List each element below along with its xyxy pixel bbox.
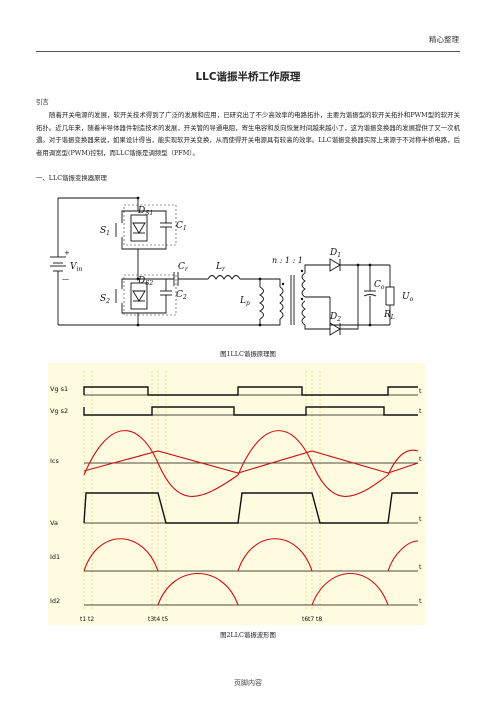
d1-label: D1: [329, 248, 341, 259]
cr-label: Cr: [178, 262, 189, 273]
page-footer: 页脚内容: [234, 679, 262, 687]
signal-label-va: Va: [50, 519, 58, 527]
t-axis-label-1: t: [419, 387, 422, 395]
section-intro-label: 引言: [36, 98, 49, 106]
turns-ratio-label: n : 1 : 1: [272, 256, 303, 265]
lp-label: Lp: [239, 296, 250, 307]
body-paragraph: 随着开关电源的发展，软开关技术得到了广泛的发展和应用，已研究出了不少高效率的电路…: [36, 111, 460, 157]
d2-label: D2: [329, 312, 341, 323]
time-mark-t6: t6: [302, 616, 308, 623]
lr-label: Lr: [215, 262, 226, 273]
t-axis-label-6: t: [419, 597, 422, 605]
time-mark-t4: t4: [154, 616, 160, 623]
section-heading-1: 一、LLC谐振变换器原理: [36, 174, 107, 182]
t-axis-label-3: t: [419, 455, 422, 463]
circuit-diagram: + — Vin S1 DS1 C1 S2 DS2 C2 Cr Lr Lp n :…: [50, 196, 414, 336]
rl-label: RL: [383, 310, 395, 321]
time-mark-t2: t2: [88, 616, 94, 623]
signal-label-ics: Ics: [50, 457, 59, 465]
time-mark-t5: t5: [162, 616, 168, 623]
signal-label-vgs2: Vg s2: [50, 407, 68, 415]
time-mark-t7: t7: [308, 616, 314, 623]
c2-label: C2: [176, 290, 187, 301]
signal-label-id2: Id2: [50, 597, 60, 605]
t-axis-label-2: t: [419, 407, 422, 415]
time-mark-t8: t8: [316, 616, 322, 623]
page-header-text: 精心整理: [429, 35, 459, 44]
t-axis-label-5: t: [419, 563, 422, 571]
ds2-label: DS2: [137, 276, 153, 287]
uo-label: Uo: [402, 292, 414, 303]
vin-label: Vin: [70, 262, 82, 273]
page-title: LLC谐振半桥工作原理: [195, 71, 301, 83]
vin-minus-label: —: [62, 275, 69, 283]
signal-label-id1: Id1: [50, 553, 60, 561]
c1-label: C1: [176, 221, 187, 232]
time-mark-t1: t1: [80, 616, 86, 623]
waveform-diagram: Vg s1 Vg s2 Ics Va Id1 Id2 t t t t t t t…: [48, 363, 426, 625]
s2-label: S2: [100, 294, 110, 305]
figure1-caption: 图1LLC谐振原理图: [220, 350, 276, 358]
ds1-label: DS1: [137, 206, 153, 217]
t-axis-label-4: t: [419, 515, 422, 523]
figure2-caption: 图2LLC谐振波形图: [220, 631, 276, 639]
time-mark-t3: t3: [148, 616, 154, 623]
vin-plus-label: +: [64, 249, 70, 257]
co-label: Co: [374, 280, 385, 291]
signal-label-vgs1: Vg s1: [50, 385, 68, 393]
s1-label: S1: [100, 226, 110, 237]
header-rule: [36, 51, 460, 52]
